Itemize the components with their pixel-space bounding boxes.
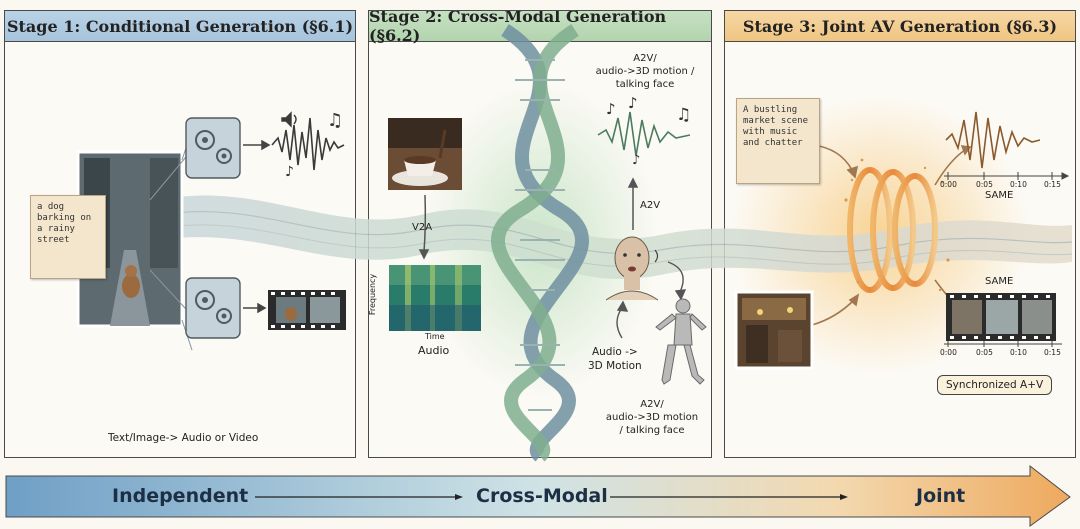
stage-3-title: Stage 3: Joint AV Generation (§6.3) xyxy=(725,11,1075,42)
a2v-mid-label: A2V xyxy=(640,200,661,211)
spectrogram-caption: Audio xyxy=(418,344,450,357)
synchronized-badge: Synchronized A+V xyxy=(937,375,1053,395)
audio-tick-3: 0:15 xyxy=(1044,180,1061,189)
progression-arrow xyxy=(5,464,1071,527)
stage-1-prompt-note: a dog barking on a rainy street xyxy=(30,195,106,279)
a2v-up-arrow xyxy=(627,177,639,230)
market-photo xyxy=(734,290,814,370)
progression-joint: Joint xyxy=(916,485,966,507)
a2v-top-label: A2V/ audio->3D motion / talking face xyxy=(595,53,695,90)
arrow-to-audio xyxy=(243,139,271,151)
audio-tick-2: 0:10 xyxy=(1010,180,1027,189)
music-note-icon: ♫ xyxy=(676,105,691,125)
speaker-icon xyxy=(281,111,297,128)
music-note-icon: ♪ xyxy=(285,164,294,180)
audio-timeline xyxy=(944,172,1070,180)
video-tick-3: 0:15 xyxy=(1044,348,1061,357)
stage-1-caption: Text/Image-> Audio or Video xyxy=(108,432,259,444)
cycle-arrows xyxy=(616,261,687,339)
music-note-icon: ♫ xyxy=(327,110,343,131)
spectrogram xyxy=(389,265,481,331)
video-tick-1: 0:05 xyxy=(976,348,993,357)
spectrogram-ylabel: Frequency xyxy=(368,273,378,316)
arrow-photo-to-rings xyxy=(811,293,860,326)
sync-rings xyxy=(847,167,938,293)
progression-cross-modal: Cross-Modal xyxy=(476,485,608,507)
gear-box-icon-bottom xyxy=(185,277,241,339)
same-audio-label: SAME xyxy=(985,190,1014,201)
spectrogram-xlabel: Time xyxy=(425,332,445,341)
film-strip-stage-1 xyxy=(268,290,346,330)
same-video-label: SAME xyxy=(985,276,1014,287)
v2a-label: V2A xyxy=(412,222,433,233)
audio-waveform-stage-2 xyxy=(597,111,691,157)
dna-helix xyxy=(491,24,589,462)
audio-tick-0: 0:00 xyxy=(940,180,957,189)
stage-2-title: Stage 2: Cross-Modal Generation (§6.2) xyxy=(369,11,711,45)
a2v-bottom-label: A2V/ audio->3D motion / talking face xyxy=(605,399,699,436)
video-tick-0: 0:00 xyxy=(940,348,957,357)
stage-1-title: Stage 1: Conditional Generation (§6.1) xyxy=(5,11,355,42)
gear-box-icon-top xyxy=(185,117,241,179)
v2a-arrow xyxy=(418,194,430,260)
audio-waveform-stage-3 xyxy=(945,111,1041,169)
3d-motion-figure xyxy=(655,298,707,385)
sparkle-particles xyxy=(844,158,950,292)
stage-3-prompt-note: A bustling market scene with music and c… xyxy=(736,98,820,184)
progression-independent: Independent xyxy=(112,485,249,507)
coffee-photo xyxy=(388,118,462,190)
music-note-icon: ♪ xyxy=(632,153,640,168)
audio-tick-1: 0:05 xyxy=(976,180,993,189)
arrow-to-video xyxy=(243,302,267,314)
video-timeline xyxy=(944,341,1062,347)
music-note-icon: ♪ xyxy=(606,100,616,118)
talking-face-icon xyxy=(605,236,659,301)
audio-waveform-stage-1 xyxy=(271,117,345,171)
film-strip-stage-3 xyxy=(946,293,1056,341)
audio-to-3d-motion-label: Audio -> 3D Motion xyxy=(588,346,642,372)
video-tick-2: 0:10 xyxy=(1010,348,1027,357)
music-note-icon: ♪ xyxy=(628,94,638,112)
